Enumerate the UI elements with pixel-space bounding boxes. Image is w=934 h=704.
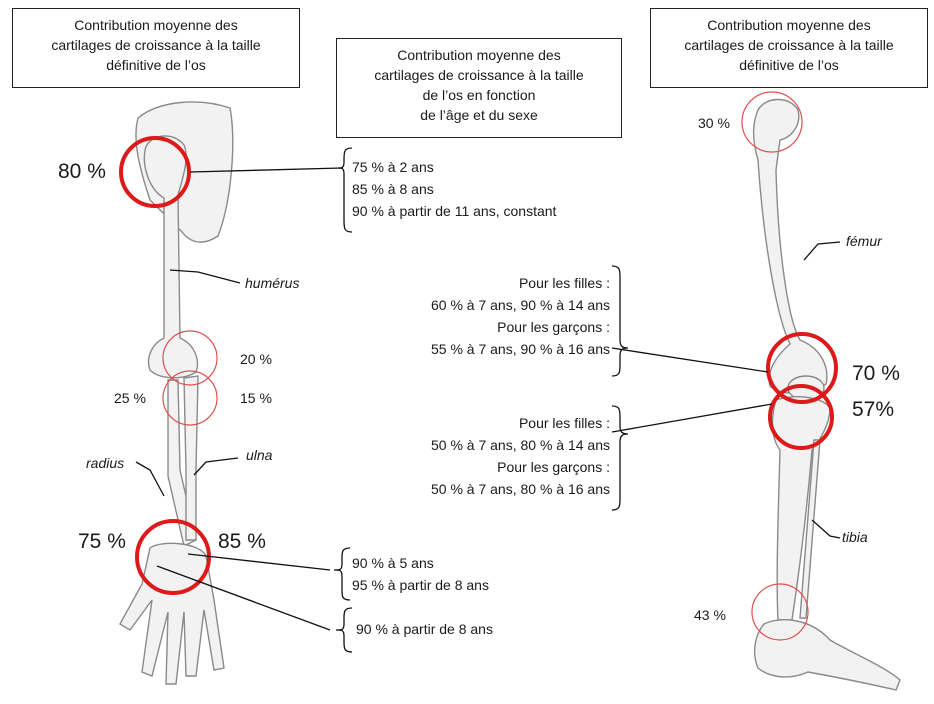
brace-knee-tibia: [612, 406, 628, 510]
knee-femur-percent: 70 %: [852, 362, 900, 386]
header-right-line-2: cartilages de croissance à la taille: [655, 35, 923, 55]
knee-tibia-note-line-1: Pour les filles :: [360, 412, 610, 434]
brace-wrist-radius: [334, 548, 350, 600]
wrist-radius-note-line-2: 95 % à partir de 8 ans: [352, 574, 489, 596]
ulna-bone: [184, 376, 198, 540]
wrist-radius-note-line-1: 90 % à 5 ans: [352, 552, 489, 574]
knee-tibia-note-line-3: Pour les garçons :: [360, 456, 610, 478]
header-box-left: Contribution moyenne des cartilages de c…: [12, 8, 300, 88]
elbow-radius-percent: 25 %: [114, 389, 146, 407]
knee-femur-note-line-3: Pour les garçons :: [360, 316, 610, 338]
shoulder-note-line-1: 75 % à 2 ans: [352, 156, 556, 178]
header-center-line-3: de l’os en fonction: [341, 85, 617, 105]
brace-knee-femur: [612, 266, 628, 376]
shoulder-note: 75 % à 2 ans 85 % à 8 ans 90 % à partir …: [352, 156, 556, 222]
brace-shoulder: [338, 148, 352, 232]
knee-femur-note: Pour les filles : 60 % à 7 ans, 90 % à 1…: [360, 272, 610, 360]
header-box-center: Contribution moyenne des cartilages de c…: [336, 38, 622, 138]
knee-femur-note-line-4: 55 % à 7 ans, 90 % à 16 ans: [360, 338, 610, 360]
tibia-bone: [773, 397, 830, 620]
humerus-label: humérus: [245, 274, 299, 292]
wrist-ulna-note-line-1: 90 % à partir de 8 ans: [356, 618, 493, 640]
foot-bones: [755, 620, 900, 690]
header-center-line-2: cartilages de croissance à la taille: [341, 65, 617, 85]
header-left-line-1: Contribution moyenne des: [17, 15, 295, 35]
knee-tibia-percent: 57%: [852, 398, 894, 422]
header-right-line-3: définitive de l’os: [655, 55, 923, 75]
ulna-label: ulna: [246, 446, 272, 464]
header-center-line-4: de l’âge et du sexe: [341, 105, 617, 125]
femur-head-percent: 30 %: [698, 114, 730, 132]
elbow-humerus-percent: 20 %: [240, 350, 272, 368]
header-right-line-1: Contribution moyenne des: [655, 15, 923, 35]
shoulder-note-line-3: 90 % à partir de 11 ans, constant: [352, 200, 556, 222]
header-box-right: Contribution moyenne des cartilages de c…: [650, 8, 928, 88]
knee-tibia-note: Pour les filles : 50 % à 7 ans, 80 % à 1…: [360, 412, 610, 500]
brace-wrist-ulna: [336, 608, 352, 652]
header-left-line-3: définitive de l’os: [17, 55, 295, 75]
knee-femur-note-line-2: 60 % à 7 ans, 90 % à 14 ans: [360, 294, 610, 316]
wrist-ulna-note: 90 % à partir de 8 ans: [356, 618, 493, 640]
knee-tibia-note-line-2: 50 % à 7 ans, 80 % à 14 ans: [360, 434, 610, 456]
femur-label: fémur: [846, 232, 882, 250]
wrist-ulna-percent: 85 %: [218, 530, 266, 554]
elbow-ulna-percent: 15 %: [240, 389, 272, 407]
ankle-percent: 43 %: [694, 606, 726, 624]
knee-tibia-note-line-4: 50 % à 7 ans, 80 % à 16 ans: [360, 478, 610, 500]
shoulder-percent: 80 %: [58, 160, 106, 184]
radius-label: radius: [86, 454, 124, 472]
shoulder-note-line-2: 85 % à 8 ans: [352, 178, 556, 200]
wrist-radius-note: 90 % à 5 ans 95 % à partir de 8 ans: [352, 552, 489, 596]
wrist-radius-percent: 75 %: [78, 530, 126, 554]
header-left-line-2: cartilages de croissance à la taille: [17, 35, 295, 55]
knee-femur-note-line-1: Pour les filles :: [360, 272, 610, 294]
tibia-label: tibia: [842, 528, 868, 546]
header-center-line-1: Contribution moyenne des: [341, 45, 617, 65]
